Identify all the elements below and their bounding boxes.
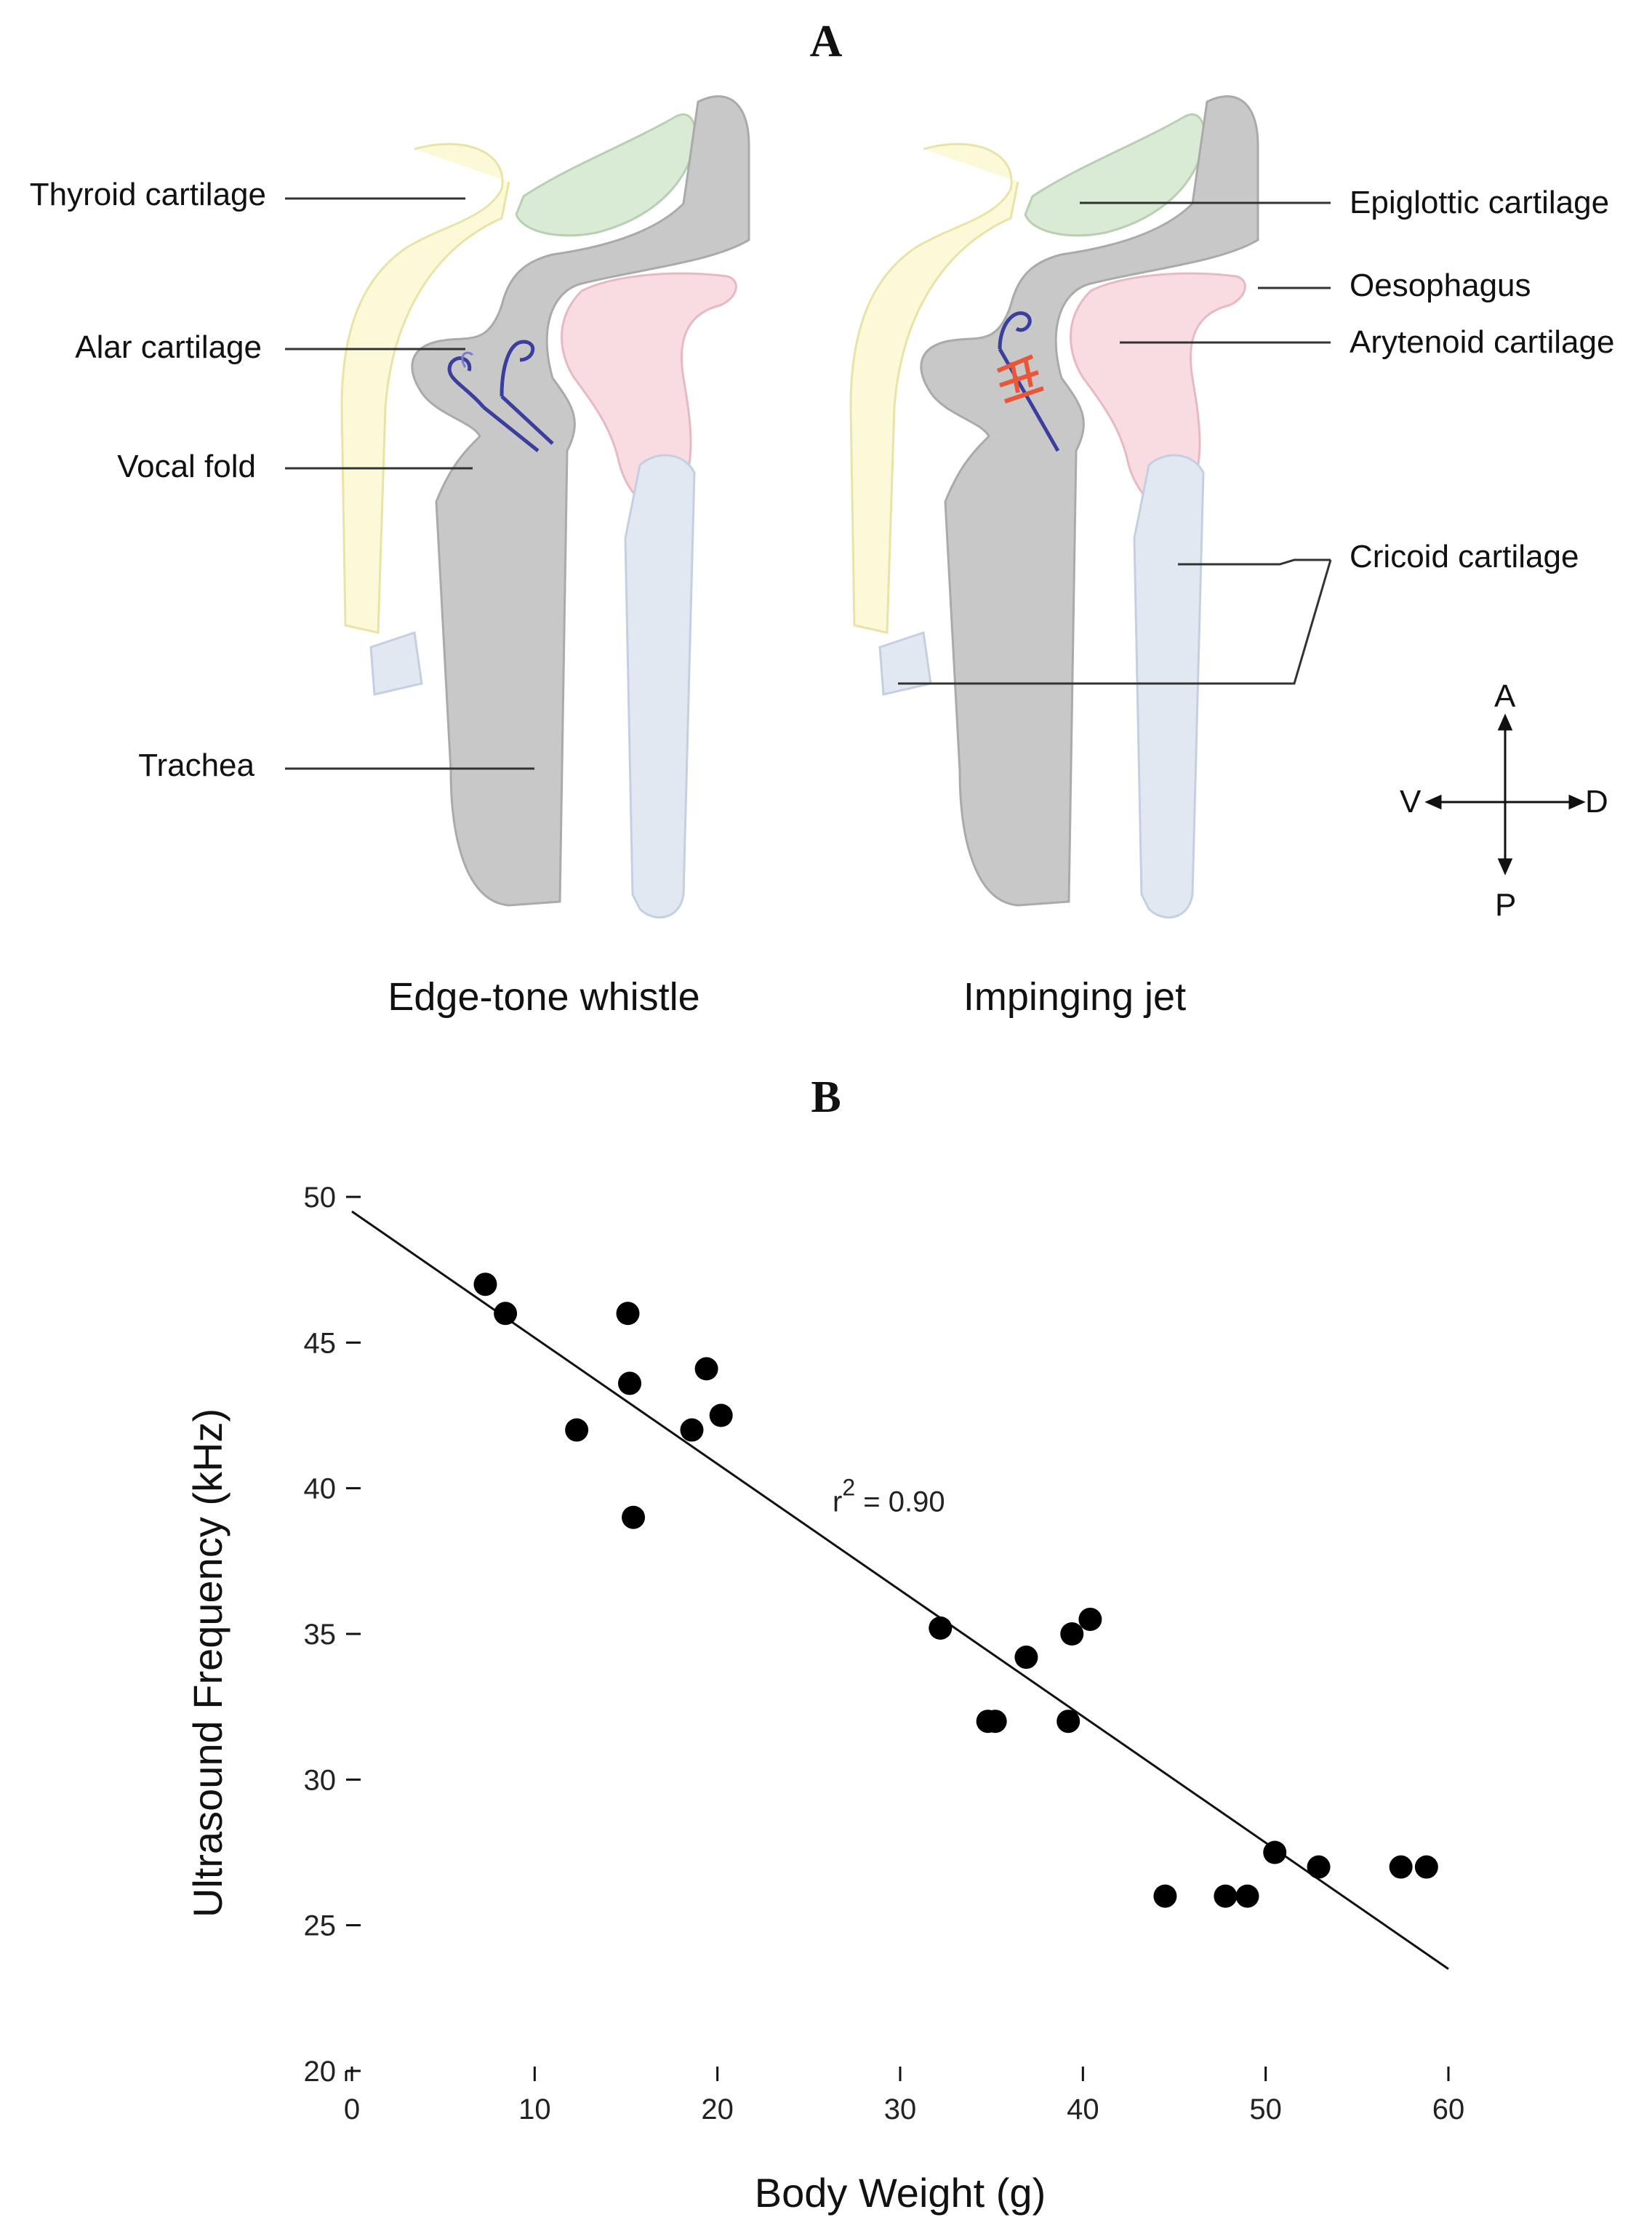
y-tick-label: 20	[304, 2056, 337, 2088]
data-point	[680, 1418, 704, 1442]
data-point	[1307, 1855, 1331, 1879]
chart-axes	[345, 1195, 1450, 2081]
cricoid-cartilage-left	[624, 454, 696, 919]
arytenoid-cartilage-left	[561, 272, 737, 510]
label-trachea: Trachea	[138, 748, 254, 783]
panel-b-letter: B	[811, 1073, 841, 1122]
larynx-diagrams	[285, 95, 1586, 919]
x-tick-label: 0	[344, 2093, 360, 2125]
data-point	[1235, 1884, 1259, 1908]
data-point	[709, 1403, 733, 1427]
leader-lines	[285, 197, 1332, 770]
y-axis-title: Ultrasound Frequency (kHz)	[185, 1408, 230, 1918]
data-point	[1056, 1710, 1080, 1734]
x-tick-label: 30	[884, 2093, 917, 2125]
data-point	[983, 1710, 1007, 1734]
airflow-jet-right	[996, 311, 1060, 452]
data-point	[1214, 1884, 1238, 1908]
label-alar-cartilage: Alar cartilage	[75, 329, 262, 365]
y-tick-label: 25	[304, 1910, 337, 1942]
data-point	[694, 1357, 718, 1381]
y-tick-label: 50	[304, 1182, 337, 1214]
thyroid-cartilage-right	[849, 143, 1019, 634]
label-cricoid-cartilage: Cricoid cartilage	[1350, 539, 1579, 574]
cricoid-ventral-left	[369, 631, 423, 696]
label-arytenoid-cartilage: Arytenoid cartilage	[1350, 324, 1615, 360]
y-tick-label: 40	[304, 1473, 337, 1505]
data-point	[618, 1371, 642, 1395]
fit-line-group	[351, 1210, 1449, 1971]
x-tick-label: 10	[518, 2093, 551, 2125]
larynx-right	[849, 95, 1259, 919]
x-axis-title: Body Weight (g)	[755, 2170, 1046, 2216]
compass-posterior: P	[1495, 887, 1517, 923]
airflow-vortex-left	[447, 340, 554, 452]
arytenoid-cartilage-right	[1070, 272, 1246, 510]
label-epiglottic-cartilage: Epiglottic cartilage	[1350, 185, 1610, 220]
data-points	[473, 1273, 1438, 1908]
airway-right	[920, 95, 1259, 907]
regression-line	[351, 1210, 1449, 1971]
x-tick-label: 50	[1249, 2093, 1282, 2125]
panel-a-letter: A	[809, 17, 843, 66]
data-point	[616, 1302, 640, 1326]
label-oesophagus: Oesophagus	[1350, 268, 1531, 303]
data-point	[929, 1616, 953, 1640]
chart-texts: 20 25 30 35 40 45 50 0 10 20 30 40 50 60 r2 = 0.90Body…	[185, 1182, 1464, 2216]
airway-left	[411, 95, 750, 907]
caption-impinging-jet: Impinging jet	[963, 975, 1187, 1019]
data-point	[1014, 1646, 1038, 1670]
compass-ventral: V	[1400, 784, 1422, 820]
data-point	[622, 1505, 646, 1529]
r-squared-annotation: r2 = 0.90	[833, 1475, 945, 1518]
data-point	[1263, 1840, 1287, 1864]
x-tick-label: 60	[1432, 2093, 1465, 2125]
compass-dorsal: D	[1585, 784, 1608, 820]
data-point	[565, 1418, 589, 1442]
x-tick-label: 40	[1067, 2093, 1099, 2125]
data-point	[1414, 1855, 1438, 1879]
data-point	[1153, 1884, 1177, 1908]
jet-impingement-marks	[996, 354, 1044, 404]
thyroid-cartilage-left	[340, 143, 510, 634]
x-tick-label: 20	[701, 2093, 734, 2125]
orientation-compass	[1424, 713, 1586, 875]
y-tick-label: 35	[304, 1619, 337, 1651]
label-vocal-fold: Vocal fold	[117, 449, 256, 484]
y-tick-label: 45	[304, 1327, 337, 1359]
label-thyroid-cartilage: Thyroid cartilage	[29, 177, 266, 212]
data-point	[1389, 1855, 1413, 1879]
cricoid-cartilage-right	[1133, 454, 1205, 919]
caption-edge-tone-whistle: Edge-tone whistle	[388, 975, 700, 1019]
y-tick-label: 30	[304, 1764, 337, 1796]
compass-anterior: A	[1494, 678, 1516, 714]
larynx-left	[340, 95, 750, 919]
data-point	[473, 1273, 497, 1297]
data-point	[1060, 1622, 1084, 1646]
data-point	[494, 1302, 518, 1326]
data-point	[1078, 1607, 1102, 1631]
